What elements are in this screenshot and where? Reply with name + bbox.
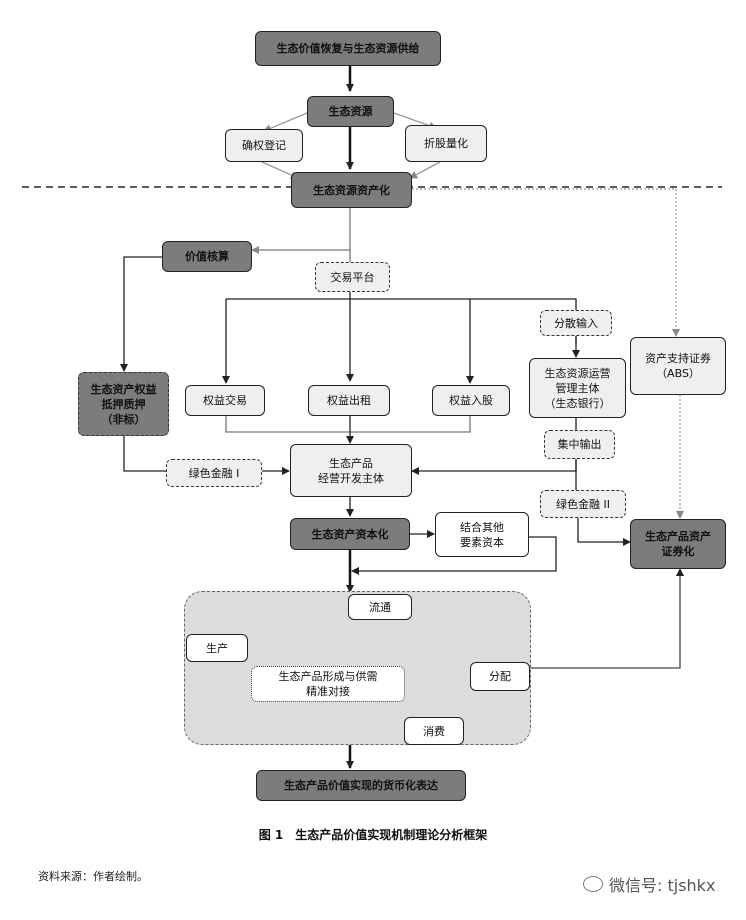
node-operator: 生态资源运营 管理主体 （生态银行） <box>529 358 626 418</box>
node-assetize: 生态资源资产化 <box>291 172 412 208</box>
node-abs: 资产支持证券 （ABS） <box>630 337 726 395</box>
node-trade: 权益交易 <box>185 385 265 416</box>
node-monetize: 生态产品价值实现的货币化表达 <box>256 770 466 801</box>
node-distribution: 分配 <box>470 662 530 691</box>
node-lease: 权益出租 <box>308 385 390 416</box>
watermark-text: 微信号: tjshkx <box>609 876 716 895</box>
node-developer: 生态产品 经营开发主体 <box>290 444 412 497</box>
figure-caption: 图 1 生态产品价值实现机制理论分析框架 <box>258 828 488 842</box>
node-pledge: 生态资产权益 抵押质押 （非标） <box>78 372 169 436</box>
wechat-icon <box>583 876 603 892</box>
node-consumption: 消费 <box>404 717 464 745</box>
node-centralized-output: 集中输出 <box>544 430 615 459</box>
node-valuation: 价值核算 <box>162 241 252 272</box>
node-distributed-input: 分散输入 <box>540 310 612 336</box>
node-confirm: 确权登记 <box>225 129 303 162</box>
node-supply: 生态价值恢复与生态资源供给 <box>255 31 441 66</box>
node-green-finance-2: 绿色金融 II <box>540 490 626 518</box>
node-resource: 生态资源 <box>307 96 394 127</box>
node-matching: 生态产品形成与供需 精准对接 <box>251 666 405 702</box>
node-securitize: 生态产品资产 证券化 <box>630 519 726 569</box>
node-combine: 结合其他 要素资本 <box>435 512 529 557</box>
node-quantify: 折股量化 <box>405 125 487 162</box>
node-circulation: 流通 <box>348 594 412 620</box>
watermark: 微信号: tjshkx <box>583 872 715 896</box>
node-capitalize: 生态资产资本化 <box>290 518 410 550</box>
node-production: 生产 <box>186 634 248 662</box>
node-green-finance-1: 绿色金融 I <box>166 459 262 487</box>
node-platform: 交易平台 <box>315 262 390 292</box>
source-note: 资料来源：作者绘制。 <box>38 870 148 883</box>
node-equity: 权益入股 <box>432 385 510 416</box>
